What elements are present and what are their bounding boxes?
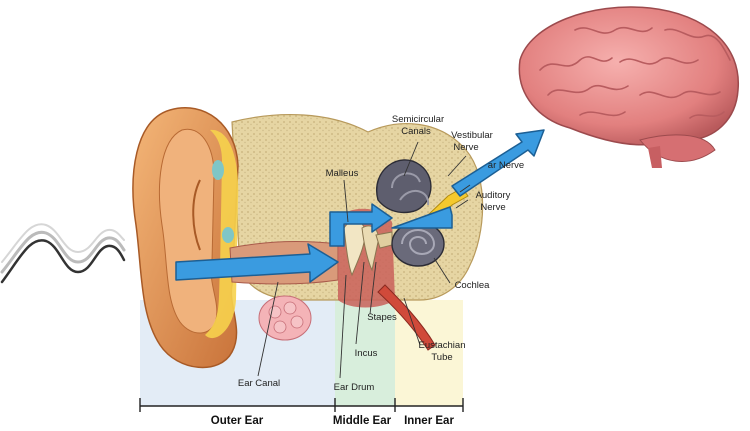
ossicles (343, 220, 393, 277)
section-bracket (139, 398, 464, 412)
label-eustachian-tube-line2: Tube (431, 352, 452, 363)
cartilage-spot-2 (222, 227, 234, 243)
section-outer-ear: Outer Ear (211, 415, 264, 427)
label-incus: Incus (355, 348, 378, 359)
pinna (132, 107, 239, 369)
section-middle-ear: Middle Ear (333, 415, 392, 427)
arrow-inner-ear (391, 206, 453, 229)
brain-image (518, 6, 739, 168)
label-ear-drum: Ear Drum (334, 382, 375, 393)
label-auditory-nerve-line2: Nerve (480, 202, 505, 213)
label-vestibular-nerve: Vestibular (451, 130, 493, 141)
section-inner-ear: Inner Ear (404, 415, 454, 427)
sound-path-arrows (175, 129, 545, 283)
cartilage-spot-1 (212, 160, 224, 180)
arrow-ear-canal (175, 243, 339, 283)
label-ear-canal: Ear Canal (238, 378, 280, 389)
arrow-to-brain (451, 129, 545, 197)
parotid-gland (258, 295, 312, 341)
label-semicircular-canals-line2: Canals (401, 126, 431, 137)
label-vestibular-nerve-line2: Nerve (453, 142, 478, 153)
label-cochlea: Cochlea (455, 280, 491, 291)
leader-lines (257, 141, 471, 379)
inner-ear-organ (375, 159, 445, 267)
cartilage (205, 129, 239, 339)
middle-ear-zone (335, 300, 395, 406)
label-stapes: Stapes (367, 312, 397, 323)
label-eustachian-tube: Eustachian (418, 340, 465, 351)
eustachian-tube (377, 284, 436, 351)
sound-wave-icon (0, 223, 126, 284)
arrow-middle-ear (329, 203, 393, 247)
label-auditory-nerve: Auditory (476, 190, 511, 201)
label-malleus: Malleus (326, 168, 359, 179)
label-semicircular-canals: Semicircular (392, 114, 444, 125)
label-cochlear-nerve: ar Nerve (488, 160, 524, 171)
